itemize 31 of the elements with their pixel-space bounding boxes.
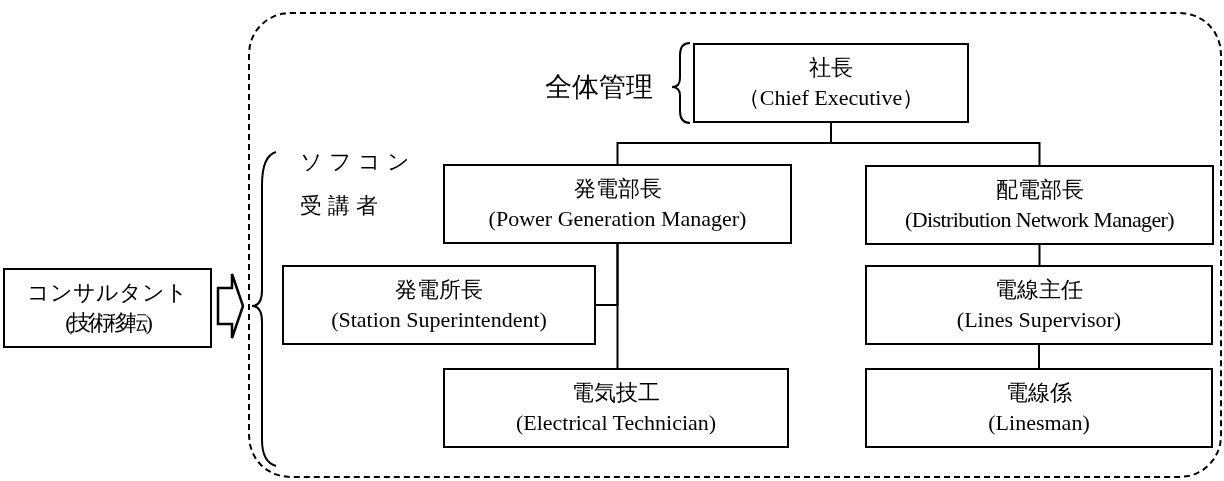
connector-line: [1038, 344, 1040, 369]
connector-line: [1038, 244, 1041, 266]
role-title: 電線係: [1006, 379, 1072, 407]
role-subtitle: （Chief Executive）: [737, 84, 925, 112]
role-box: [693, 43, 969, 123]
role-title: 発電部長: [573, 175, 662, 203]
annotation-label: ソフコン受講者: [300, 148, 417, 220]
role-title: 電線主任: [995, 276, 1083, 304]
role-box: [3, 268, 212, 348]
role-subtitle: (技術移転): [65, 309, 150, 337]
role-subtitle: (Linesman): [988, 409, 1090, 437]
dashed-boundary: [248, 12, 1222, 478]
role-box: [865, 368, 1213, 448]
annotation-label: 全体管理: [545, 71, 653, 104]
role-box: [865, 265, 1213, 345]
role-title: コンサルタント: [27, 279, 188, 307]
role-subtitle: (Station Superintendent): [331, 306, 547, 334]
role-title: 社長: [809, 54, 853, 82]
role-subtitle: (Power Generation Manager): [488, 205, 747, 233]
role-title: 発電所長: [395, 276, 483, 304]
connector-line: [616, 243, 619, 369]
role-box: [443, 368, 789, 448]
block-arrow: [216, 272, 245, 340]
role-subtitle: (Electrical Technician): [515, 409, 717, 437]
role-subtitle: (Lines Supervisor): [956, 306, 1122, 334]
role-title: 電気技工: [572, 379, 660, 407]
role-title: 配電部長: [995, 176, 1084, 204]
role-subtitle: (Distribution Network Manager): [904, 206, 1175, 234]
role-box: [282, 265, 596, 345]
role-box: [865, 165, 1214, 245]
role-box: [443, 164, 792, 244]
